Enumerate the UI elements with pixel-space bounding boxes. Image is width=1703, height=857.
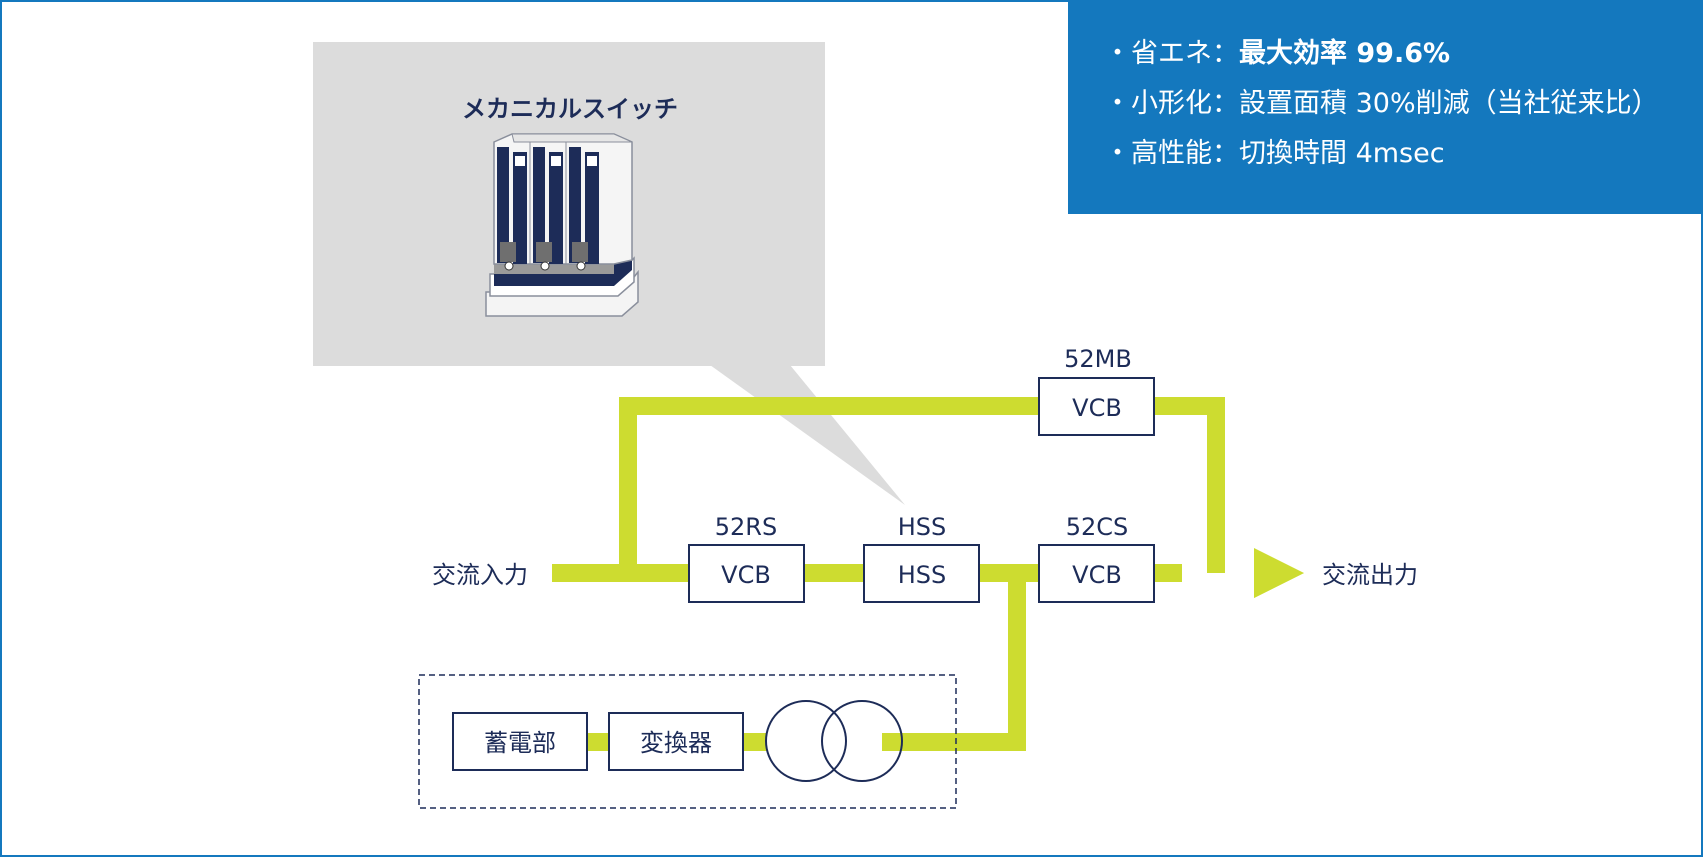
cs-vcb-box [1038,544,1155,603]
feature-performance-value: 切換時間 4msec [1239,138,1445,169]
converter-label: 変換器 [640,729,712,757]
feature-performance: ・高性能：切換時間 4msec [1104,136,1701,186]
cs-vcb-label: VCB [1072,561,1122,589]
battery-box [452,712,588,771]
battery-label: 蓄電部 [484,729,556,757]
converter-box [608,712,744,771]
hss-label: HSS [898,561,947,589]
mechanical-switch-illustration [485,133,639,317]
rs-tag: 52RS [715,513,777,541]
ac-input-label: 交流入力 [432,561,528,589]
mb-vcb-box [1038,377,1155,436]
feature-efficiency: ・省エネ：最大効率 99.6% [1104,36,1701,86]
rs-vcb-label: VCB [721,561,771,589]
feature-efficiency-prefix: ・省エネ： [1104,38,1239,69]
cs-tag: 52CS [1066,513,1129,541]
hss-tag: HSS [898,513,947,541]
feature-performance-prefix: ・高性能： [1104,138,1239,169]
mb-tag: 52MB [1064,345,1132,373]
mb-vcb-label: VCB [1072,394,1122,422]
callout-title: メカニカルスイッチ [462,95,678,123]
feature-size-prefix: ・小形化： [1104,88,1239,119]
feature-efficiency-value: 最大効率 99.6% [1239,38,1451,69]
feature-size-value: 設置面積 30%削減（当社従来比） [1239,88,1659,119]
feature-panel: ・省エネ：最大効率 99.6% ・小形化：設置面積 30%削減（当社従来比） ・… [1068,2,1701,214]
rs-vcb-box [688,544,805,603]
ac-output-label: 交流出力 [1322,561,1418,589]
transformer-icon [765,700,903,782]
hss-box [863,544,980,603]
feature-size: ・小形化：設置面積 30%削減（当社従来比） [1104,86,1701,136]
storage-unit-group [418,674,957,809]
